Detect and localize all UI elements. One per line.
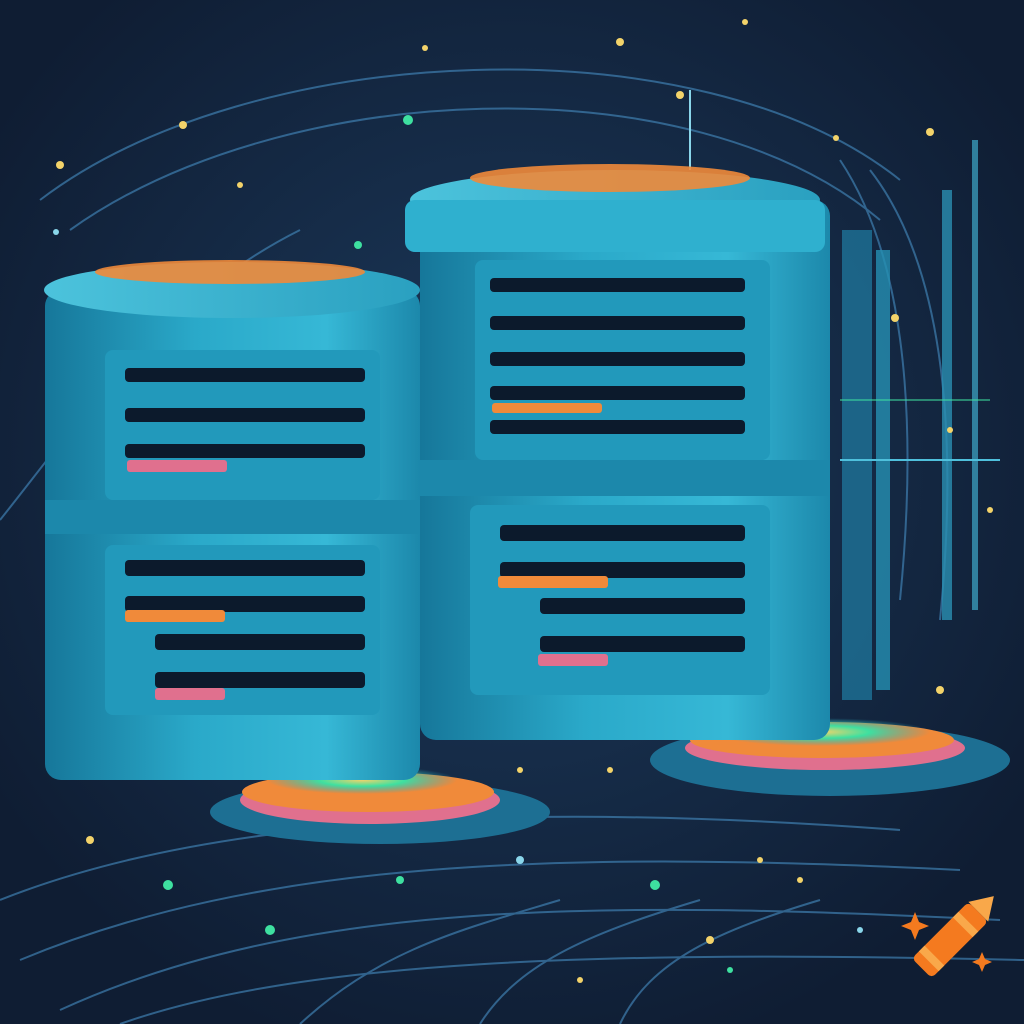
- left-platform: [210, 766, 550, 844]
- antenna-rack: [689, 90, 1000, 700]
- particles: [53, 19, 993, 983]
- sparkle-icon: [901, 912, 992, 972]
- crayon-icon: [913, 896, 994, 977]
- left-server: [44, 260, 420, 780]
- right-server: [405, 164, 830, 740]
